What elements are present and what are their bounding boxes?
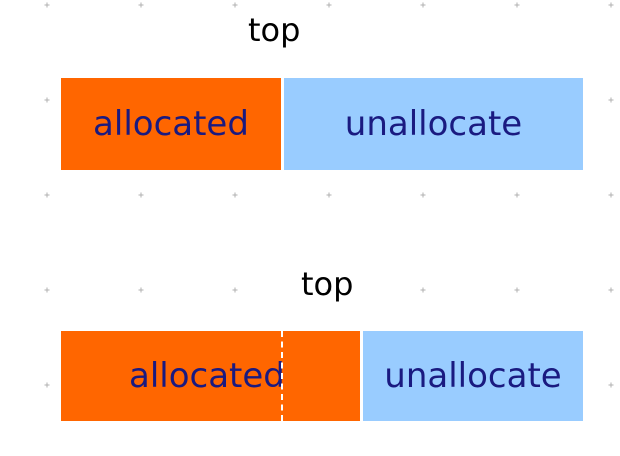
grid-dot (138, 2, 144, 8)
top-pointer-label-1: top (248, 11, 301, 49)
grid-dot (420, 2, 426, 8)
grid-dot (138, 192, 144, 198)
grid-dot (608, 2, 614, 8)
grid-dot (326, 2, 332, 8)
unallocated-block-2: unallocate (363, 331, 583, 421)
grid-dot (44, 192, 50, 198)
grid-dot (44, 2, 50, 8)
grid-dot (420, 287, 426, 293)
grid-dot (608, 192, 614, 198)
allocated-block-1: allocated (61, 78, 281, 170)
grid-dot (232, 2, 238, 8)
grid-dot (514, 192, 520, 198)
grid-dot (514, 287, 520, 293)
grid-dot (608, 382, 614, 388)
grid-dot (44, 97, 50, 103)
grid-dot (420, 192, 426, 198)
previous-top-divider (281, 331, 283, 421)
unallocated-block-1: unallocate (284, 78, 583, 170)
top-pointer-label-2: top (301, 265, 354, 303)
grid-dot (514, 2, 520, 8)
allocated-label-1: allocated (93, 104, 249, 144)
allocated-label-2: allocated (129, 356, 285, 396)
unallocated-label-1: unallocate (344, 104, 523, 144)
grid-dot (608, 287, 614, 293)
grid-dot (326, 192, 332, 198)
grid-dot (232, 192, 238, 198)
grid-dot (138, 287, 144, 293)
grid-dot (608, 97, 614, 103)
grid-dot (44, 382, 50, 388)
unallocated-label-2: unallocate (384, 356, 562, 396)
grid-dot (232, 287, 238, 293)
grid-dot (44, 287, 50, 293)
allocated-block-2: allocated (61, 331, 360, 421)
grid-dot (326, 287, 332, 293)
